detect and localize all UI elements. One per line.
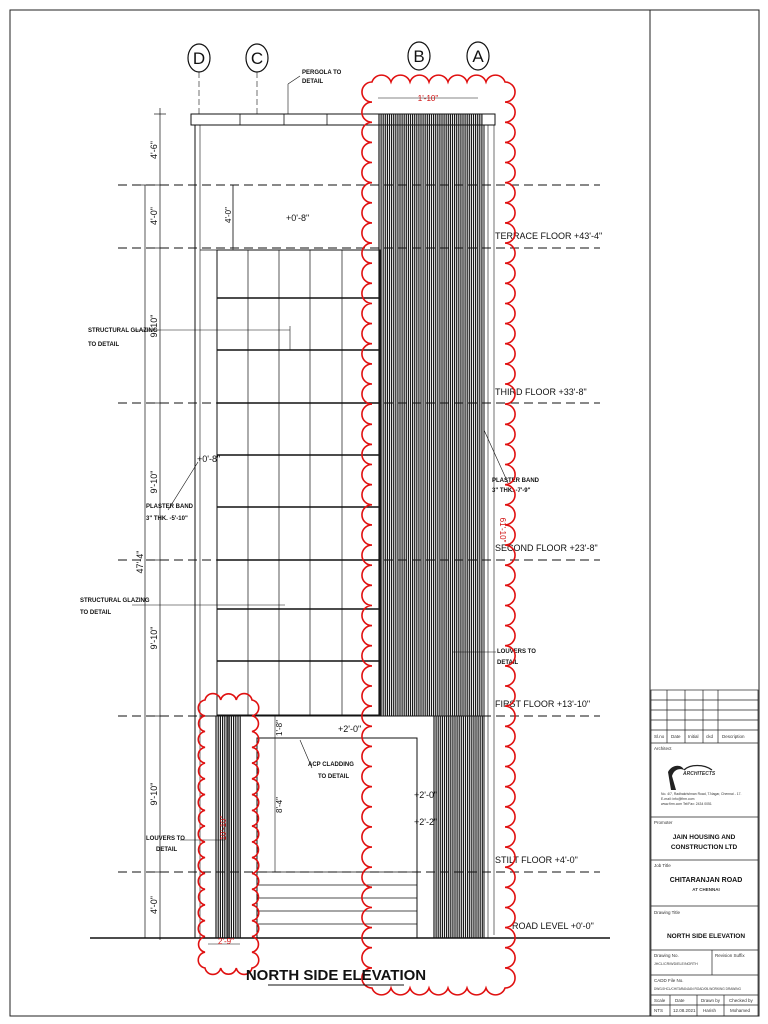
architect-label: Architect	[654, 746, 672, 751]
dimension-chain-left	[140, 108, 166, 940]
rev-header-ckd: ckd	[706, 734, 714, 739]
dim-left-box-height: 10'-10"	[219, 815, 228, 840]
note-plaster-left-2: 3" THK. -5'-10"	[146, 516, 188, 522]
note-louvers-right-1: LOUVERS TO	[497, 649, 536, 655]
dim-parapet: 4'-6"	[149, 141, 159, 159]
note-plaster-right-1: PLASTER BAND	[492, 478, 540, 484]
dim-terrace: 4'-0"	[149, 207, 159, 225]
level-first-floor: FIRST FLOOR +13'-10"	[495, 699, 590, 709]
offset-first: +2'-0"	[338, 724, 361, 734]
dim-stilt-inner: 8'-4"	[275, 797, 284, 813]
level-stilt-floor: STILT FLOOR +4'-0"	[495, 855, 578, 865]
dim-overall-height: 47'-4"	[135, 551, 145, 574]
firm-line-2: E-mail: info@firm.com	[661, 797, 695, 801]
foot-value-checked: Mohamed	[730, 1008, 751, 1013]
dim-first: 9'-10"	[149, 627, 159, 650]
foot-header-date: Date	[675, 998, 685, 1003]
revision-suffix-label: Revision Suffix	[715, 953, 745, 958]
note-plaster-right-2: 3" THK. -7'-9"	[492, 488, 531, 494]
note-acp-2: TO DETAIL	[318, 774, 349, 780]
offset-terrace: +0'-8"	[286, 213, 309, 223]
foot-header-drawn: Drawn by	[701, 998, 721, 1003]
dim-right-height: 61'-10"	[498, 518, 507, 543]
offset-mid: +0'-8"	[197, 454, 220, 464]
louvers-left	[215, 716, 241, 938]
cadd-file: DWG/JHCL/CHITARANJAN ROAD/05-WORKING DRA…	[654, 987, 741, 991]
svg-text:ARCHITECTS: ARCHITECTS	[682, 771, 716, 777]
revision-cloud-left	[197, 692, 260, 976]
foot-value-drawn: Harish	[703, 1008, 717, 1013]
offset-stilt-b: +2'-2"	[414, 817, 437, 827]
revision-clouds	[197, 74, 516, 996]
level-second-floor: SECOND FLOOR +23'-8"	[495, 543, 598, 553]
drawing-title: NORTH SIDE ELEVATION	[246, 967, 426, 984]
pergola	[190, 75, 496, 126]
pergola-note-line2: DETAIL	[302, 79, 324, 85]
drawing-title-label: Drawing Title	[654, 910, 681, 915]
louvers-main	[378, 114, 483, 716]
dim-plinth: 4'-0"	[149, 896, 159, 914]
title-block-drawing-title: NORTH SIDE ELEVATION	[667, 933, 745, 940]
firm-line-1: No. 4/7, Radhakrishnan Road, T.Nagar, Ch…	[661, 792, 741, 796]
promoter-label: Promoter	[654, 820, 673, 825]
promoter-line-1: JAIN HOUSING AND	[673, 834, 736, 841]
note-louvers-right-2: DETAIL	[497, 660, 519, 666]
grid-bubbles: D C B A	[187, 41, 490, 114]
louvers-stilt	[433, 716, 483, 938]
pergola-note-line1: PERGOLA TO	[302, 70, 342, 76]
dim-top-width: 1'-10"	[418, 94, 439, 103]
small-dimension-lines	[208, 97, 495, 945]
job-title: CHITARANJAN ROAD	[670, 877, 743, 884]
firm-line-3: www.firm.com Tel/Fax: 2434 0051	[661, 802, 712, 806]
note-acp-1: ACP CLADDING	[308, 762, 354, 768]
job-title-sub: AT CHENNAI	[692, 887, 719, 892]
note-glazing-lower-1: STRUCTURAL GLAZING	[80, 598, 150, 604]
job-title-label: Job Title	[654, 863, 671, 868]
dim-second: 9'-10"	[149, 471, 159, 494]
structural-glazing	[216, 249, 381, 716]
offset-stilt-a: +2'-0"	[414, 790, 437, 800]
promoter-line-2: CONSTRUCTION LTD	[671, 844, 738, 851]
note-louvers-left-1: LOUVERS TO	[146, 836, 185, 842]
dim-third: 9'-10"	[149, 315, 159, 338]
drawing-no-label: Drawing No.	[654, 953, 679, 958]
note-glazing-lower-2: TO DETAIL	[80, 610, 111, 616]
foot-value-scale: NTS	[654, 1008, 663, 1013]
revision-cloud-right	[361, 74, 516, 996]
stilt-acp-box	[256, 737, 418, 939]
note-glazing-upper-1: STRUCTURAL GLAZING	[88, 328, 158, 334]
dim-parapet-drop: 4'-0"	[224, 207, 233, 223]
title-block	[650, 689, 759, 1017]
grid-label-a: A	[472, 47, 484, 66]
foot-value-date: 12.08.2021	[673, 1008, 696, 1013]
note-plaster-left-1: PLASTER BAND	[146, 504, 194, 510]
foot-header-checked: Checked by	[729, 998, 754, 1003]
floor-level-lines	[118, 184, 600, 873]
foot-header-scale: Scale	[654, 998, 666, 1003]
cadd-file-label: CADD File No.	[654, 978, 684, 983]
note-louvers-left-2: DETAIL	[156, 847, 178, 853]
rev-header-slno: Sl.no	[654, 734, 665, 739]
dim-stilt: 9'-10"	[149, 783, 159, 806]
architect-logo: ARCHITECTS	[668, 764, 716, 790]
drawing-no: JHCL/CR/WD/ELE/NORTH	[654, 962, 698, 966]
grid-label-b: B	[413, 47, 424, 66]
grid-label-c: C	[251, 49, 263, 68]
note-glazing-upper-2: TO DETAIL	[88, 342, 119, 348]
leader-lines	[132, 326, 509, 841]
rev-header-initial: Initial	[688, 734, 699, 739]
dim-stilt-drop: 1'-8"	[275, 720, 284, 736]
level-third-floor: THIRD FLOOR +33'-8"	[495, 387, 587, 397]
grid-label-d: D	[193, 49, 205, 68]
sheet-border	[9, 9, 760, 1017]
rev-header-description: Description	[722, 734, 745, 739]
dim-left-box-width: 2'-9"	[218, 937, 234, 946]
level-road: ROAD LEVEL +0'-0"	[512, 921, 594, 931]
rev-header-date: Date	[671, 734, 681, 739]
level-terrace-floor: TERRACE FLOOR +43'-4"	[495, 231, 602, 241]
